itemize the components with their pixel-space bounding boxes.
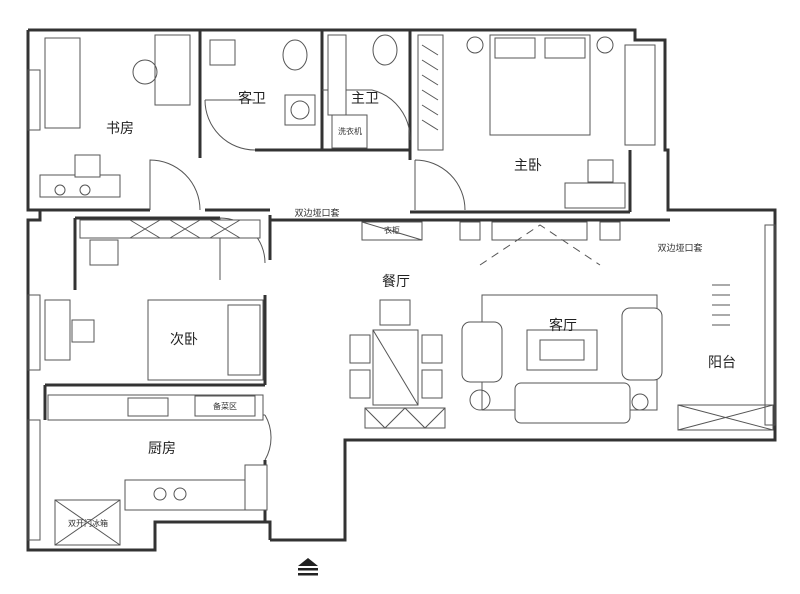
- sideboard: [364, 407, 446, 429]
- shower-icon: [209, 39, 236, 66]
- bay-window-seat: [624, 44, 656, 146]
- kitchen-window: [27, 419, 41, 541]
- desk: [154, 34, 191, 106]
- washer-box: [331, 114, 368, 149]
- arch-label-right: 双边垭口套: [657, 242, 702, 254]
- prep-area-label: 备菜区: [213, 401, 237, 411]
- chair: [132, 59, 158, 85]
- coffee-table: [526, 329, 598, 371]
- sofa: [514, 382, 631, 424]
- chair: [379, 299, 411, 326]
- hallway-furniture: 衣柜 双边垭口套 双边垭口套: [294, 207, 703, 266]
- toilet-icon: [282, 39, 308, 71]
- outer-walls: [26, 28, 777, 552]
- kitchen-furniture: 备菜区 双开门冰箱: [47, 394, 268, 546]
- entrance-arrow-icon: [298, 558, 318, 576]
- sink-icon: [284, 94, 316, 126]
- fridge-label: 双开门冰箱: [68, 518, 108, 528]
- desk-chair: [71, 319, 95, 343]
- room-label-kitchen: 厨房: [148, 441, 176, 457]
- washer-label: 洗衣机: [338, 126, 362, 136]
- desk: [44, 299, 71, 361]
- second-bedroom-furniture: [44, 219, 264, 381]
- sofa: [44, 37, 81, 129]
- interior-walls: [40, 30, 670, 522]
- cabinet: [244, 464, 268, 511]
- armchair: [621, 307, 663, 381]
- stool: [587, 159, 614, 183]
- room-label-study: 书房: [106, 121, 134, 137]
- wardrobe-label: 衣柜: [384, 225, 400, 235]
- side-table: [631, 393, 649, 411]
- nightstand-lamp: [596, 36, 614, 54]
- room-label-master-bath: 主卫: [351, 91, 379, 107]
- arch-label-left: 双边垭口套: [294, 207, 339, 219]
- balcony-cabinet: [677, 404, 774, 431]
- room-label-second-bedroom: 次卧: [170, 332, 198, 348]
- burner: [153, 487, 167, 501]
- shower-screen: [327, 34, 347, 116]
- balcony-window: [764, 224, 776, 426]
- bedroom-window: [27, 294, 41, 371]
- prep-area: [194, 395, 256, 417]
- wardrobe: [79, 219, 261, 239]
- wardrobe: [417, 34, 444, 151]
- bathroom-fixtures: 洗衣机: [209, 34, 398, 149]
- sink-icon: [127, 397, 169, 417]
- burner: [173, 487, 187, 501]
- side-table: [469, 389, 491, 411]
- room-label-balcony: 阳台: [708, 355, 736, 371]
- dining-furniture: [349, 299, 446, 429]
- master-bedroom-furniture: [417, 34, 626, 209]
- chair: [89, 239, 119, 266]
- room-label-master-bedroom: 主卧: [514, 158, 542, 174]
- tv-cabinet: [491, 221, 588, 241]
- toilet-icon: [372, 34, 398, 66]
- room-label-dining: 餐厅: [382, 274, 410, 290]
- study-furniture: [39, 34, 191, 198]
- stove-counter: [124, 479, 246, 511]
- stool: [74, 154, 101, 178]
- nightstand-lamp: [466, 36, 484, 54]
- cabinet: [39, 174, 121, 198]
- armchair: [461, 321, 503, 383]
- room-label-guest-bath: 客卫: [238, 90, 266, 107]
- clothes-rack: [712, 284, 730, 326]
- room-label-living: 客厅: [549, 317, 577, 334]
- living-furniture: [461, 284, 730, 424]
- dresser: [564, 182, 626, 209]
- study-window: [27, 69, 41, 131]
